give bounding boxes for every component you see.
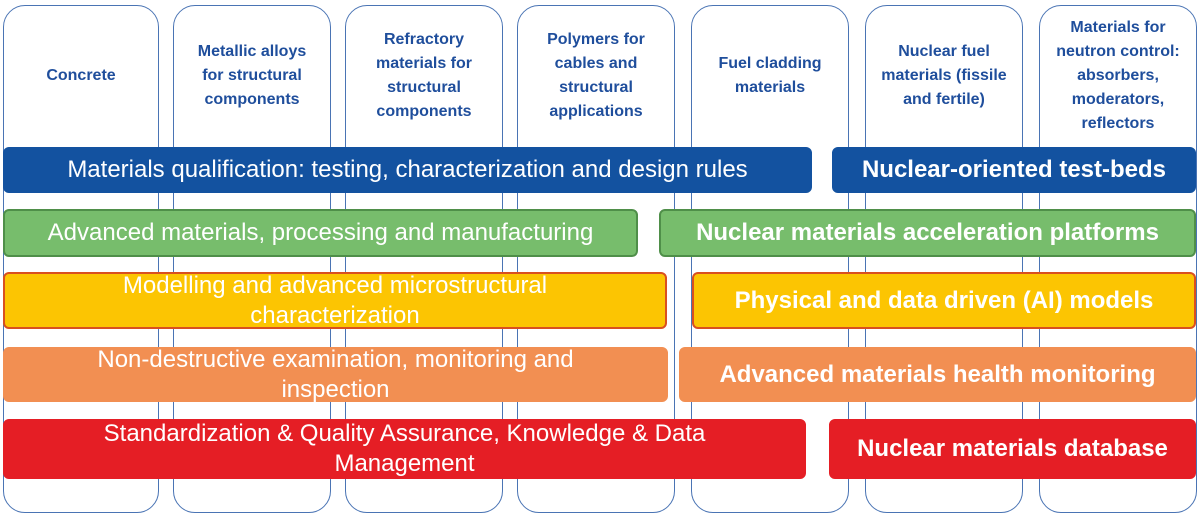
column-title: Polymers for cables and structural appli… — [547, 31, 645, 120]
column-title: Fuel cladding materials — [718, 55, 822, 96]
column-title: Metallic alloys for structural component… — [197, 43, 307, 108]
bar-acceleration-platforms: Nuclear materials acceleration platforms — [659, 209, 1196, 257]
bar-materials-database: Nuclear materials database — [829, 419, 1196, 479]
bar-materials-qualification: Materials qualification: testing, charac… — [3, 147, 812, 193]
column-title: Materials for neutron control: absorbers… — [1056, 19, 1180, 132]
bar-modelling-characterization: Modelling and advanced microstructural c… — [3, 272, 667, 329]
column-title: Refractory materials for structural comp… — [375, 31, 473, 120]
bar-physical-data-models: Physical and data driven (AI) models — [692, 272, 1196, 329]
bar-standardization-qa: Standardization & Quality Assurance, Kno… — [3, 419, 806, 479]
bar-health-monitoring: Advanced materials health monitoring — [679, 347, 1196, 402]
bar-nuclear-test-beds: Nuclear-oriented test-beds — [832, 147, 1196, 193]
column-title: Concrete — [46, 67, 116, 84]
bar-advanced-materials-processing: Advanced materials, processing and manuf… — [3, 209, 638, 257]
column-title: Nuclear fuel materials (fissile and fert… — [881, 43, 1007, 108]
bar-non-destructive-examination: Non-destructive examination, monitoring … — [3, 346, 668, 403]
